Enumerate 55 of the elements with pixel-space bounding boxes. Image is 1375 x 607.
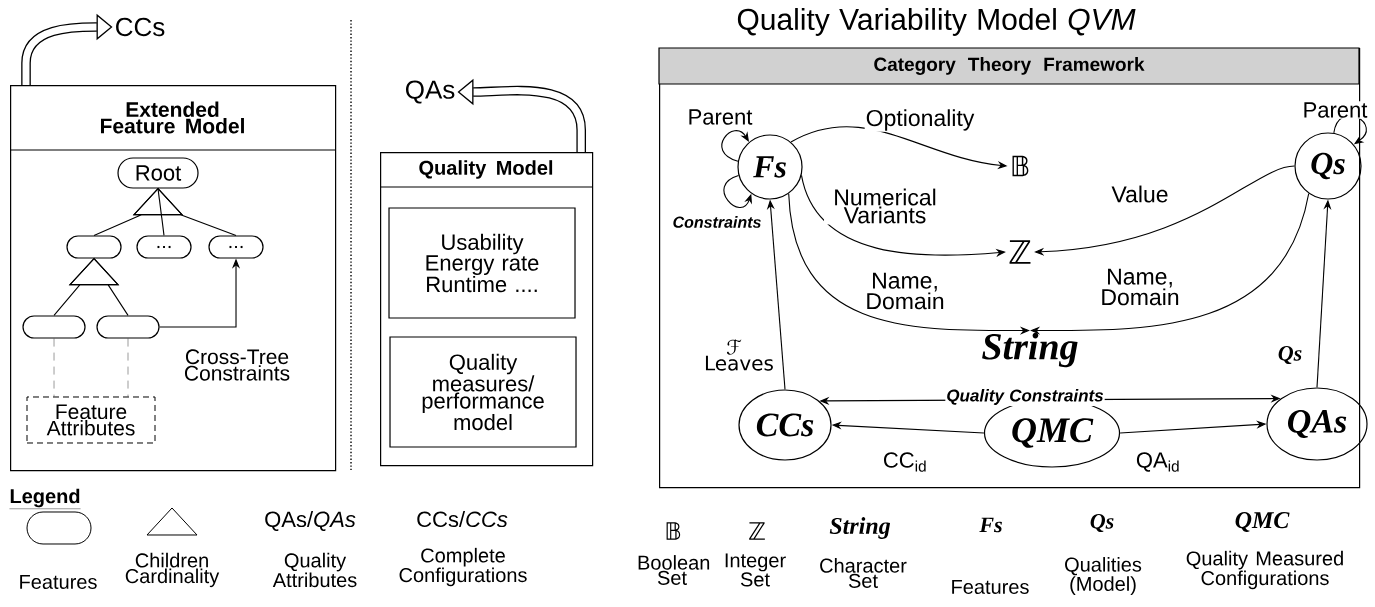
- loop-arrow: [723, 174, 752, 208]
- legend-text: Qualities (Model): [1065, 557, 1142, 595]
- text-box: Quality measures/ performance model: [389, 336, 577, 448]
- edge-label: Value: [1110, 184, 1170, 204]
- legend-symbol: Fs: [979, 517, 1002, 533]
- legend-symbol: CCs/CCs: [417, 510, 508, 528]
- edge-label: Numerical Variants: [824, 187, 946, 225]
- feature-pill: [96, 315, 160, 339]
- model-label: CCs: [116, 17, 165, 37]
- edge-label: QA$_{id}$: [1134, 451, 1182, 473]
- edge-label: Parent: [686, 108, 754, 126]
- feature-pill: [22, 315, 86, 339]
- legend-symbol: ℤ: [749, 522, 765, 540]
- model-label: QAs: [405, 80, 455, 104]
- edge-label: Cross-Tree Constraints: [181, 348, 293, 382]
- legend-text: Boolean Set: [638, 555, 710, 585]
- legend-symbol: String: [829, 517, 891, 539]
- legend-symbol: Qs: [1090, 513, 1114, 533]
- feature-pill: ...: [208, 235, 264, 259]
- legend-text: Features: [20, 575, 97, 589]
- edge-label: Optionality: [864, 108, 976, 132]
- legend-symbol: 𝔹: [666, 522, 681, 540]
- feature-pill: ...: [136, 235, 192, 259]
- edge-label: Quality Constraints: [945, 388, 1105, 406]
- edge-label: Constraints: [671, 215, 763, 229]
- arrow: [1030, 192, 1310, 335]
- edge-label: Parent: [1301, 101, 1369, 119]
- attribute-box: Feature Attributes: [26, 396, 156, 444]
- legend-text: Quality Measured Configurations: [1186, 550, 1343, 590]
- legend-symbol: QAs/QAs: [265, 510, 356, 532]
- connector-line: [53, 338, 55, 397]
- legend-text: Character Set: [820, 558, 907, 588]
- block-arrow: [21, 13, 113, 85]
- legend-symbol: QMC: [1235, 512, 1290, 532]
- text-box: Usability Energy rate Runtime ....: [388, 207, 576, 319]
- set-symbol: 𝔹: [1012, 155, 1029, 177]
- set-symbol: ℤ: [1009, 240, 1031, 264]
- connector-line: [127, 338, 129, 397]
- set-symbol: String: [982, 332, 1078, 368]
- arrow: [132, 188, 237, 236]
- arrow: [68, 258, 129, 316]
- edge-label: ℱ Leaves: [703, 338, 773, 372]
- legend-text: Complete Configurations: [399, 547, 527, 587]
- diagram-title: Quality Variability Model QVM: [737, 8, 1136, 36]
- legend-text: Children Cardinality: [125, 552, 220, 588]
- edge-label: CC$_{id}$: [881, 451, 929, 473]
- feature-pill: Root: [117, 157, 199, 189]
- feature-pill: [66, 235, 122, 259]
- edge-label: Name, Domain: [1094, 267, 1186, 307]
- edge-label: Name, Domain: [859, 271, 951, 311]
- legend-text: Features: [952, 580, 1029, 594]
- legend-text: Integer Set: [725, 553, 786, 587]
- legend-heading: Legend: [9, 488, 81, 509]
- legend-text: Quality Attributes: [272, 552, 357, 588]
- edge-label: Qs: [1276, 344, 1304, 366]
